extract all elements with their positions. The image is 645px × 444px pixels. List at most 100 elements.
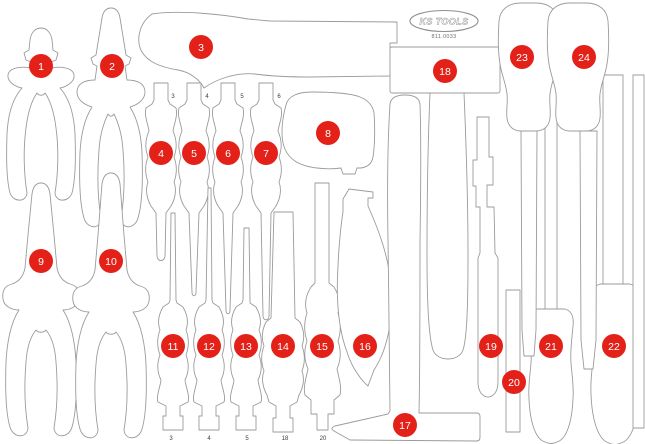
mallet-handle-outline-18 [426,92,469,360]
tool-marker-10: 10 [99,249,123,273]
size-label-4: 4 [207,436,211,442]
marker-circle-22 [602,334,626,358]
marker-circle-4 [149,141,173,165]
marker-number-5: 5 [191,148,197,160]
screwdriver-shaft-outline-23 [520,130,538,357]
size-label-5: 5 [245,436,249,442]
pliers-outline-10 [72,172,150,439]
pliers-outline-9 [2,182,80,437]
tool-marker-18: 18 [433,59,457,83]
marker-number-24: 24 [578,52,590,64]
screwdriver-outline-14 [261,211,305,433]
tool-marker-22: 22 [602,334,626,358]
size-label-3: 3 [171,94,175,100]
marker-number-21: 21 [545,341,557,353]
marker-number-3: 3 [198,42,204,54]
tool-marker-11: 11 [161,334,185,358]
marker-circle-15 [310,334,334,358]
pliers-outline-1 [6,27,76,201]
tool-marker-4: 4 [149,141,173,165]
size-label-3: 3 [169,436,173,442]
tool-marker-24: 24 [572,45,596,69]
brand-logo: KS TOOLS 811.0033 [409,9,479,40]
screwdriver-outline-13 [230,227,262,431]
screwdriver-shaft-outline-24 [579,130,598,370]
marker-number-18: 18 [439,66,451,78]
marker-circle-12 [197,334,221,358]
marker-number-6: 6 [225,148,231,160]
marker-number-19: 19 [485,341,497,353]
tool-marker-19: 19 [479,334,503,358]
tool-marker-13: 13 [234,334,258,358]
tool-marker-2: 2 [100,54,124,78]
tool-marker-12: 12 [197,334,221,358]
screwdriver-outline-4 [145,82,177,261]
marker-circle-17 [393,413,417,437]
marker-number-10: 10 [105,256,117,268]
tool-marker-8: 8 [316,121,340,145]
marker-number-9: 9 [38,256,44,268]
marker-circle-16 [353,334,377,358]
screwdriver-shaft-outline-22 [602,74,624,285]
marker-circle-5 [182,141,206,165]
marker-circle-9 [29,249,53,273]
marker-number-4: 4 [158,148,164,160]
marker-circle-23 [510,45,534,69]
marker-circle-8 [316,121,340,145]
marker-number-20: 20 [508,377,520,389]
tool-marker-1: 1 [29,54,53,78]
screwdriver-outline-15 [303,182,342,431]
screwdriver-outline-5 [178,82,210,297]
marker-circle-10 [99,249,123,273]
marker-number-1: 1 [38,61,44,73]
tool-marker-20: 20 [502,370,526,394]
marker-circle-3 [189,35,213,59]
brand-logo-text: KS TOOLS [419,17,468,27]
tool-marker-23: 23 [510,45,534,69]
screwdriver-outline-11 [157,212,189,431]
marker-circle-2 [100,54,124,78]
screwdriver-outline-6 [212,82,244,315]
tool-marker-3: 3 [189,35,213,59]
marker-circle-6 [216,141,240,165]
size-label-4: 4 [205,94,209,100]
tool-marker-15: 15 [310,334,334,358]
screwdriver-handle-outline-22 [590,283,640,444]
marker-number-7: 7 [263,148,269,160]
tool-marker-6: 6 [216,141,240,165]
marker-circle-21 [539,334,563,358]
marker-circle-11 [161,334,185,358]
marker-number-17: 17 [399,420,411,432]
marker-circle-18 [433,59,457,83]
brand-logo-oval [409,9,479,33]
part-number-text: 811.0033 [432,34,457,40]
marker-number-13: 13 [240,341,252,353]
marker-circle-13 [234,334,258,358]
tool-marker-21: 21 [539,334,563,358]
file-outline-20 [505,289,521,433]
marker-number-11: 11 [168,341,179,353]
marker-circle-24 [572,45,596,69]
marker-number-12: 12 [203,341,215,353]
edge-bar-outline [632,74,645,429]
punch-outline-19 [472,116,499,398]
size-label-18: 18 [282,436,289,442]
marker-number-23: 23 [516,52,528,64]
screwdriver-outline-7 [250,82,282,321]
marker-circle-19 [479,334,503,358]
size-label-6: 6 [277,94,281,100]
utility-knife-outline-16 [336,188,393,387]
tool-marker-7: 7 [254,141,278,165]
tool-marker-14: 14 [271,334,295,358]
tool-marker-9: 9 [29,249,53,273]
blade-tool-outline-3 [138,11,398,89]
tool-marker-17: 17 [393,413,417,437]
hammer-outline-17 [331,94,481,442]
marker-circle-7 [254,141,278,165]
marker-number-14: 14 [277,341,289,353]
